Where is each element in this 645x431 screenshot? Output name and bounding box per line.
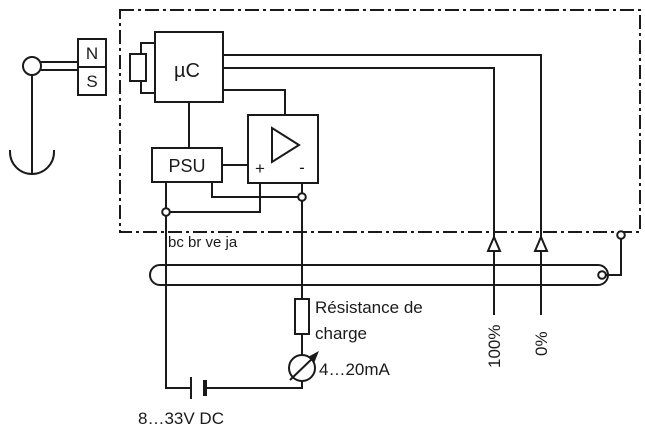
shield-terminal-dot: [616, 230, 626, 240]
meter-label: 4…20mA: [319, 360, 391, 379]
psu-label: PSU: [168, 156, 205, 176]
battery-icon: [190, 377, 207, 399]
housing-outline: [119, 9, 641, 233]
magnet-north-label: N: [86, 44, 98, 63]
output-arrow-0-icon: [533, 234, 549, 315]
output-arrow-100-icon: [486, 234, 502, 315]
output-line-0: [223, 67, 495, 245]
output-label-0: 0%: [532, 331, 551, 356]
supply-plus-line: [165, 182, 190, 389]
psu-block: [151, 147, 223, 183]
magnet-south-label: S: [86, 72, 97, 91]
shield-line: [602, 238, 622, 276]
float-hook-icon: [9, 56, 78, 175]
reed-sensor: [129, 42, 155, 94]
psu-ground-line: [211, 182, 302, 198]
output-line-100: [223, 54, 542, 245]
load-resistor: [294, 298, 310, 335]
microcontroller-label: µC: [174, 60, 200, 82]
cable-sheath: [149, 264, 609, 286]
amplifier-minus-label: -: [299, 158, 305, 177]
cable-end-dot: [597, 270, 607, 280]
load-label-line1: Résistance de: [315, 298, 423, 317]
amplifier-triangle-icon: [271, 126, 301, 164]
ammeter-icon: [288, 350, 319, 382]
signal-line-lower: [207, 381, 303, 389]
supply-label: 8…33V DC: [138, 409, 224, 428]
amp-plus-line: [166, 183, 261, 213]
load-label-line2: charge: [315, 324, 367, 343]
magnet-block: N S: [77, 38, 107, 96]
uc-to-amp-line: [223, 89, 286, 115]
output-label-100: 100%: [485, 325, 504, 368]
junction-dot-left: [161, 207, 171, 217]
amplifier-plus-label: +: [255, 159, 265, 178]
wire-colors-label: bc br ve ja: [168, 234, 238, 251]
junction-dot-mid: [297, 192, 307, 202]
